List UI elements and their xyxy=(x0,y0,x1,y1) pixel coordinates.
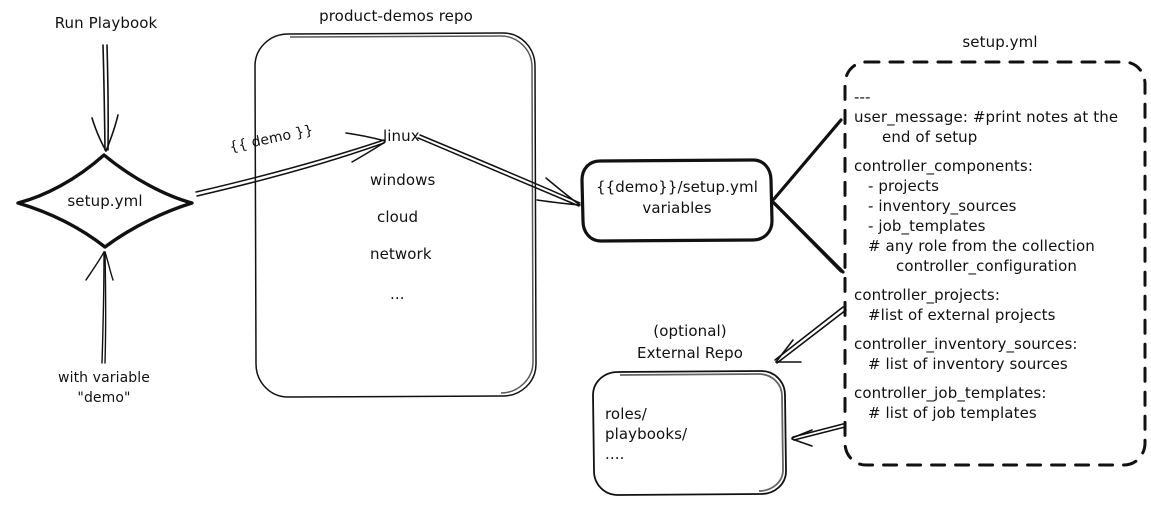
setup-yml-line xyxy=(854,326,1144,335)
connector-setupyml-to-vars xyxy=(771,118,845,274)
vars-box-line1: {{demo}}/setup.yml xyxy=(596,178,758,196)
external-repo-item-playbooks: playbooks/ xyxy=(605,425,688,443)
setup-yml-line: controller_projects: xyxy=(854,286,1000,304)
repo-title-label: product-demos repo xyxy=(319,7,473,25)
setup-yml-line: controller_job_templates: xyxy=(854,384,1047,402)
setup-yml-line: - projects xyxy=(868,177,940,195)
repo-item-windows: windows xyxy=(370,171,436,189)
setup-yml-dashed-box-shape xyxy=(843,60,1147,467)
external-repo-title-line2: External Repo xyxy=(637,344,743,362)
setup-yml-line: #list of external projects xyxy=(868,306,1056,324)
setup-yml-line: end of setup xyxy=(882,128,978,146)
setup-yml-line xyxy=(854,277,1144,286)
setup-yml-line: # list of inventory sources xyxy=(868,355,1068,373)
repo-box-shape xyxy=(254,32,537,398)
vars-box-shape xyxy=(580,158,774,243)
entry-diamond-shape xyxy=(16,153,194,249)
setup-yml-line: controller_inventory_sources: xyxy=(854,335,1078,353)
arrow-demo-to-linux xyxy=(195,132,386,197)
arrow-linux-to-vars xyxy=(417,134,581,207)
with-variable-label-line2: "demo" xyxy=(77,390,131,406)
vars-box-line2: variables xyxy=(642,199,712,217)
setup-yml-line: # list of job templates xyxy=(868,404,1037,422)
setup-yml-line xyxy=(854,148,1144,157)
setup-yml-content: --- user_message: #print notes at the end … xyxy=(854,88,1144,424)
external-repo-box-shape xyxy=(592,370,787,496)
arrow-projects-to-external-repo xyxy=(774,306,847,364)
external-repo-title-line1: (optional) xyxy=(653,322,727,340)
with-variable-label-line1: with variable xyxy=(58,370,150,386)
repo-item-cloud: cloud xyxy=(377,208,419,226)
arrow-jobtemplates-to-external-repo xyxy=(791,423,846,447)
setup-yml-line: # any role from the collection xyxy=(868,237,1095,255)
repo-item-ellipsis: ... xyxy=(390,285,405,303)
repo-item-network: network xyxy=(370,245,432,263)
setup-yml-line: --- xyxy=(854,88,871,106)
external-repo-item-roles: roles/ xyxy=(605,405,647,423)
entry-diamond-label: setup.yml xyxy=(67,192,143,210)
setup-yml-line: user_message: #print notes at the xyxy=(854,108,1119,126)
external-repo-item-ellipsis: .... xyxy=(605,445,625,463)
setup-yml-line: controller_configuration xyxy=(896,257,1077,275)
arrow-with-variable xyxy=(85,251,114,364)
setup-yml-line: - job_templates xyxy=(868,217,986,235)
run-playbook-label: Run Playbook xyxy=(54,14,158,32)
repo-item-linux: linux xyxy=(383,127,420,145)
arrow-run-playbook xyxy=(91,44,119,152)
setup-yml-line: - inventory_sources xyxy=(868,197,1017,215)
setup-yml-line xyxy=(854,375,1144,384)
setup-yml-title-label: setup.yml xyxy=(962,33,1038,51)
setup-yml-line: controller_components: xyxy=(854,157,1033,175)
